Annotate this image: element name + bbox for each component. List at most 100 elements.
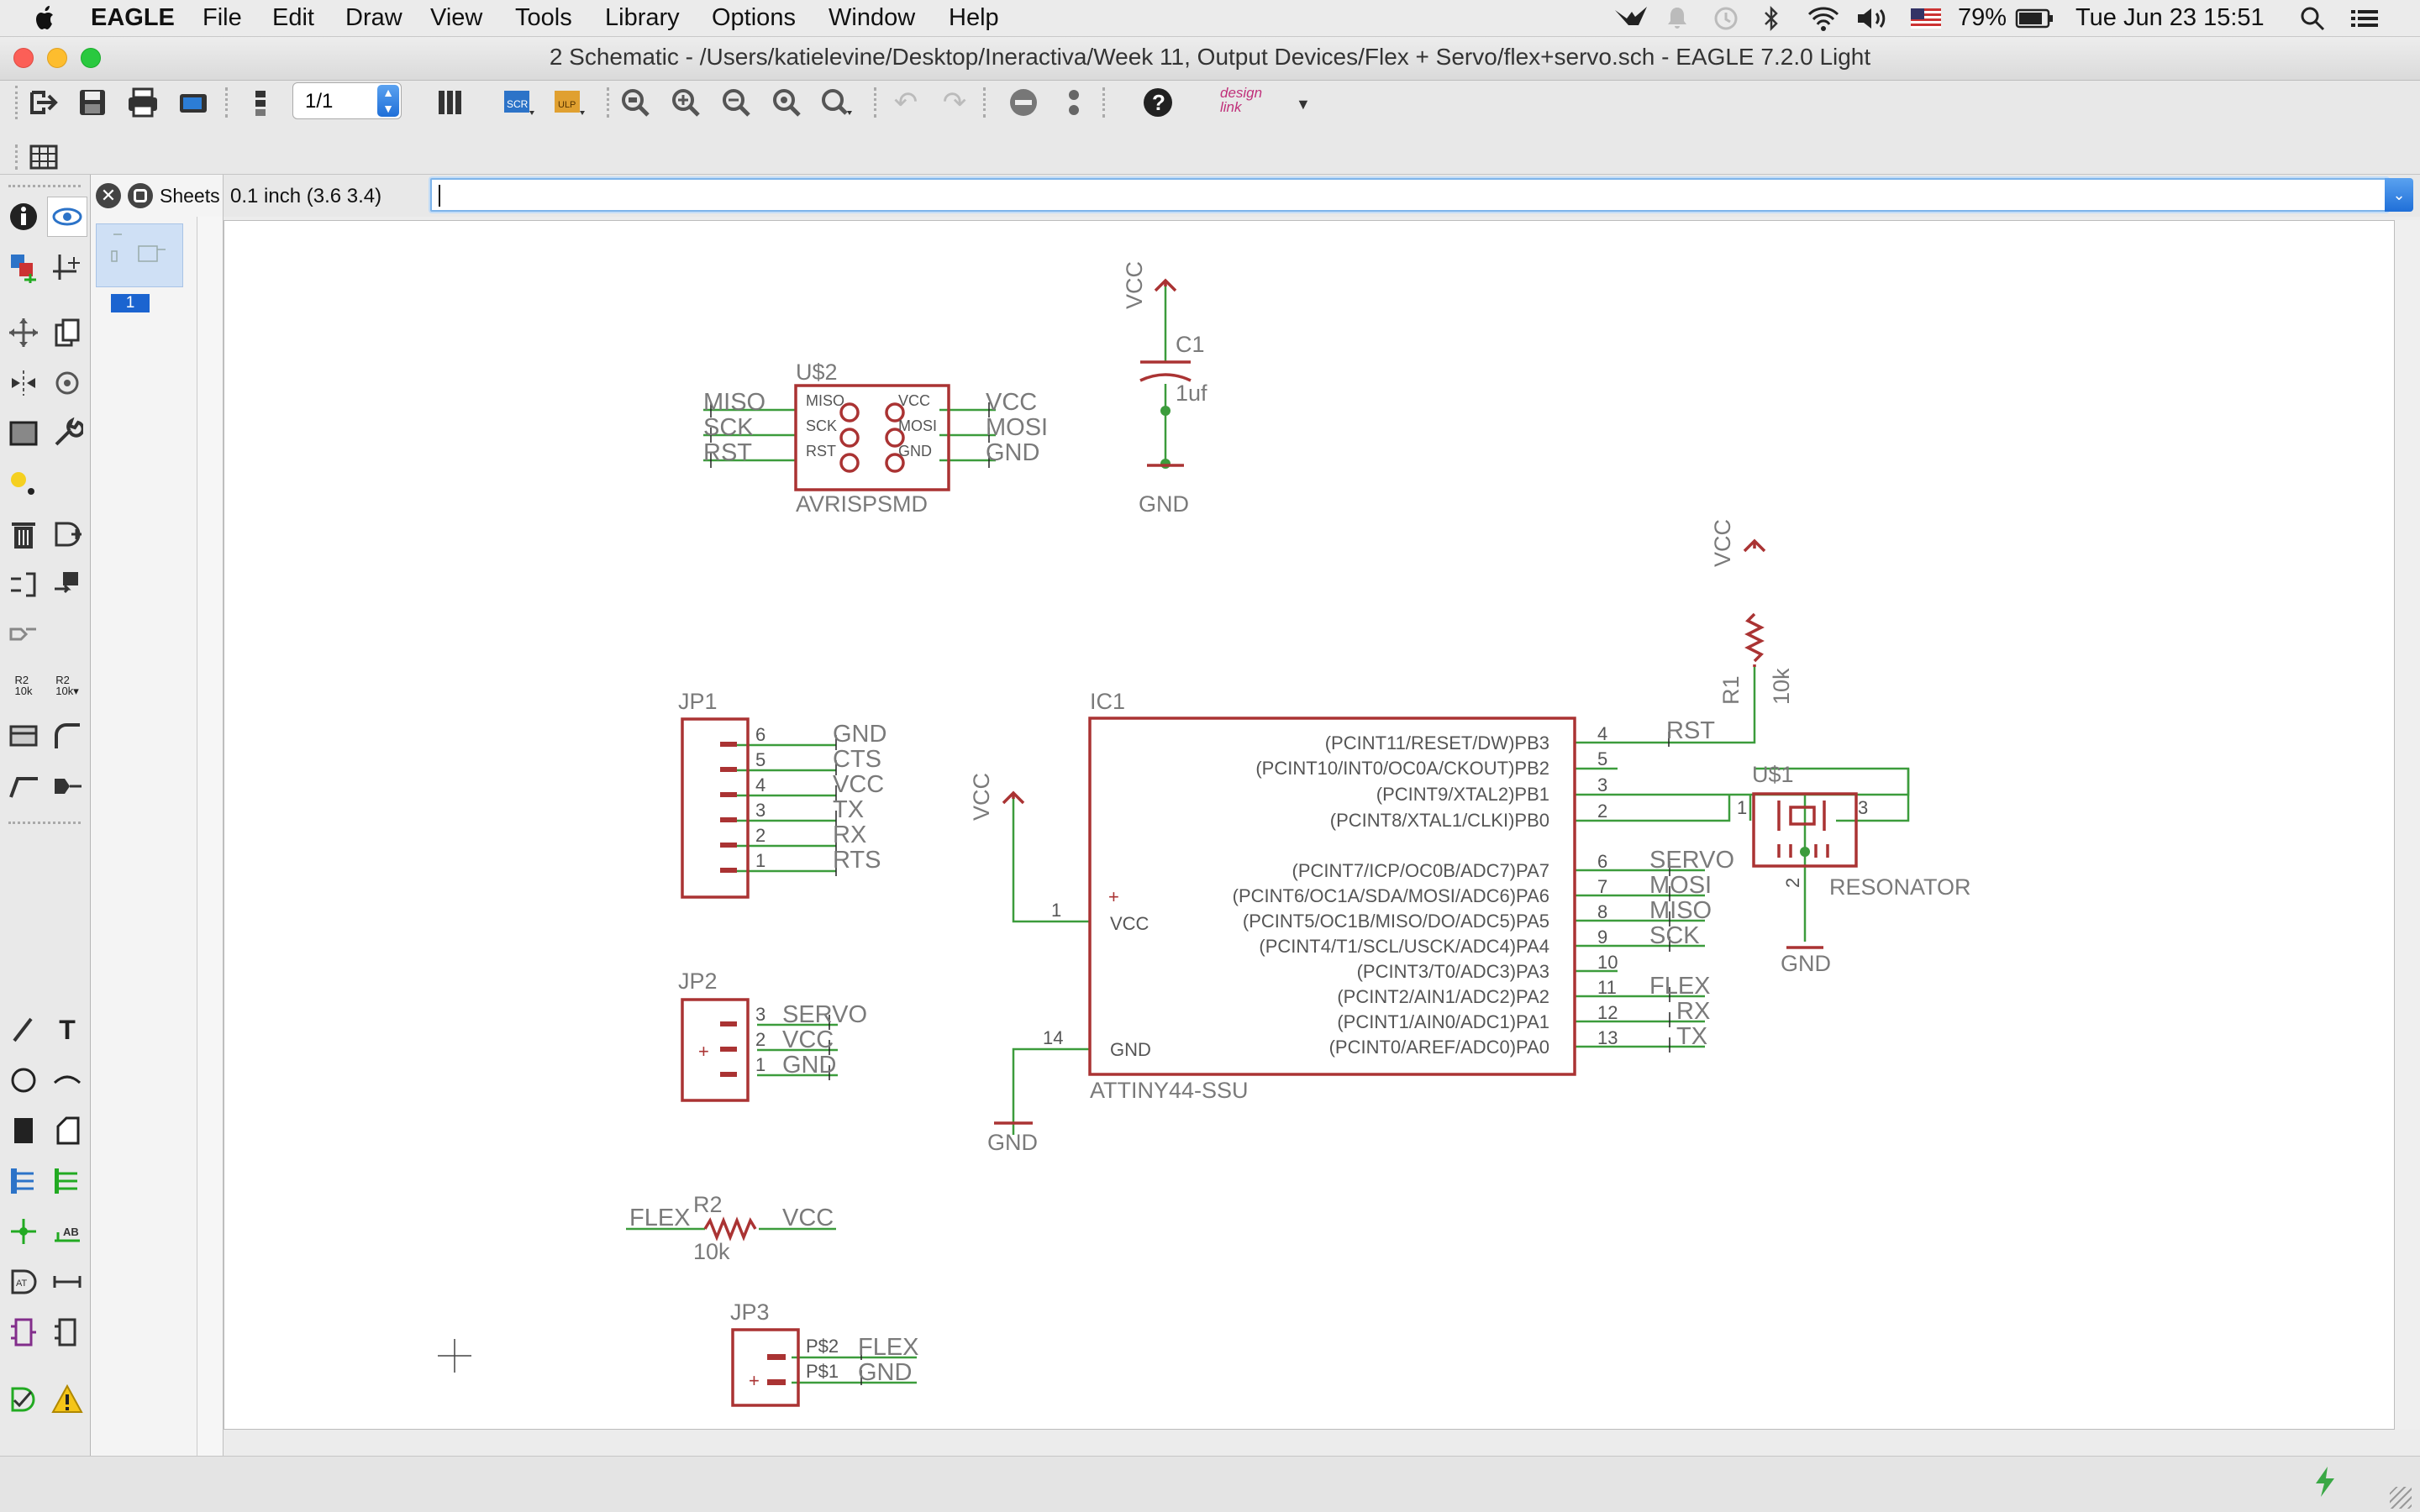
us-flag-icon[interactable] [1911,8,1941,29]
menubar-clock[interactable]: Tue Jun 23 15:51 [2075,4,2265,31]
paste-tool[interactable] [3,464,44,504]
pinswap-tool[interactable] [3,564,44,605]
circle-tool[interactable] [3,1060,44,1100]
group-tool[interactable] [3,413,44,454]
sheet-thumbnail[interactable] [96,223,183,287]
volume-icon[interactable] [1855,5,1891,32]
redo-button[interactable]: ↷ [942,87,967,118]
invoke-tool[interactable] [47,766,87,806]
junction-tool[interactable] [3,1211,44,1252]
bird-icon[interactable] [1613,5,1649,32]
open-button[interactable] [22,82,62,123]
go-button[interactable] [1054,82,1094,123]
command-input[interactable] [430,178,2388,212]
change-tool[interactable] [47,413,87,454]
menu-tools[interactable]: Tools [515,4,572,31]
errors-tool[interactable] [47,1379,87,1420]
command-history-dropdown[interactable]: ⌄ [2385,178,2413,212]
close-window-button[interactable] [13,48,34,68]
layer-settings-button[interactable] [430,82,471,123]
erc-tool[interactable] [3,1379,44,1420]
zoom-out-icon [723,89,750,117]
notification-bell-icon[interactable] [1664,5,1691,32]
split-tool[interactable] [3,766,44,806]
wire-tool[interactable] [3,1010,44,1050]
menu-options[interactable]: Options [712,4,796,31]
copy-tool[interactable] [47,312,87,353]
u1-name: U$1 [1752,762,1794,787]
stop-button[interactable] [1003,82,1044,123]
polygon-tool[interactable] [47,1110,87,1151]
sheets-options-button[interactable] [128,183,153,208]
sheets-scrollbar[interactable] [197,217,222,1456]
rotate-tool[interactable] [47,363,87,403]
zoom-select-button[interactable] [817,82,857,123]
delete-tool[interactable] [3,514,44,554]
time-machine-icon[interactable] [1711,5,1739,32]
show-tool[interactable] [47,197,87,237]
miter-tool[interactable] [47,716,87,756]
toolbar-separator [8,822,81,824]
label-tool[interactable]: AB [47,1211,87,1252]
text-tool[interactable]: T [59,1014,76,1045]
gateswap-tool[interactable] [3,615,44,655]
menu-help[interactable]: Help [949,4,999,31]
sheet-select[interactable]: 1/1 ▲▼ [292,82,402,119]
help-button[interactable]: ? [1138,82,1178,123]
sheet-stack-button[interactable] [240,82,281,123]
spotlight-search-icon[interactable] [2299,5,2326,32]
display-tool[interactable] [3,247,44,287]
battery-icon[interactable] [2015,7,2054,30]
menu-library[interactable]: Library [605,4,680,31]
zoom-redraw-icon [773,89,801,117]
info-tool[interactable] [3,197,44,237]
lightning-icon[interactable] [2312,1465,2338,1499]
mark-tool[interactable] [47,247,87,287]
menu-draw[interactable]: Draw [345,4,402,31]
smash-tool[interactable] [3,716,44,756]
bus-tool[interactable] [3,1161,44,1201]
notification-center-icon[interactable] [2349,5,2380,32]
print-button[interactable] [123,82,163,123]
rect-tool[interactable] [3,1110,44,1151]
zoom-fit-button[interactable] [615,82,655,123]
bluetooth-icon[interactable] [1761,5,1781,32]
menu-view[interactable]: View [430,4,483,31]
module-tool[interactable] [3,1312,44,1352]
arc-tool[interactable] [47,1060,87,1100]
dimension-tool[interactable] [47,1262,87,1302]
cam-processor-button[interactable] [173,82,213,123]
resize-grip-icon[interactable] [2390,1487,2412,1509]
menu-edit[interactable]: Edit [272,4,314,31]
run-ulp-button[interactable]: ULP [550,82,590,123]
port-tool[interactable] [47,1312,87,1352]
apple-icon[interactable] [34,5,57,32]
menu-file[interactable]: File [203,4,242,31]
redraw-button[interactable] [766,82,807,123]
sheet-number-badge[interactable]: 1 [111,294,150,312]
undo-button[interactable]: ↶ [893,87,918,118]
mirror-tool[interactable] [3,363,44,403]
add-tool[interactable] [47,514,87,554]
schematic-drawing[interactable]: VCC C1 1uf GND U$2 AVRISPSMD MISO SCK RS… [224,221,2396,1431]
attribute-tool[interactable]: AT [3,1262,44,1302]
close-sheets-button[interactable]: ✕ [96,183,121,208]
grid-button[interactable] [27,141,60,173]
move-tool[interactable] [3,312,44,353]
menu-window[interactable]: Window [829,4,916,31]
save-button[interactable] [72,82,113,123]
schematic-canvas[interactable]: VCC C1 1uf GND U$2 AVRISPSMD MISO SCK RS… [224,220,2395,1430]
zoom-window-button[interactable] [81,48,101,68]
minimize-window-button[interactable] [47,48,67,68]
wifi-icon[interactable] [1807,5,1840,32]
zoom-out-button[interactable] [716,82,756,123]
replace-icon [55,572,78,594]
design-link-button[interactable]: design link ▼ [1218,84,1311,121]
net-tool[interactable] [47,1161,87,1201]
app-menu[interactable]: EAGLE [91,4,175,31]
zoom-in-button[interactable] [666,82,706,123]
script-button[interactable]: SCR [499,82,539,123]
replace-tool[interactable] [47,564,87,605]
